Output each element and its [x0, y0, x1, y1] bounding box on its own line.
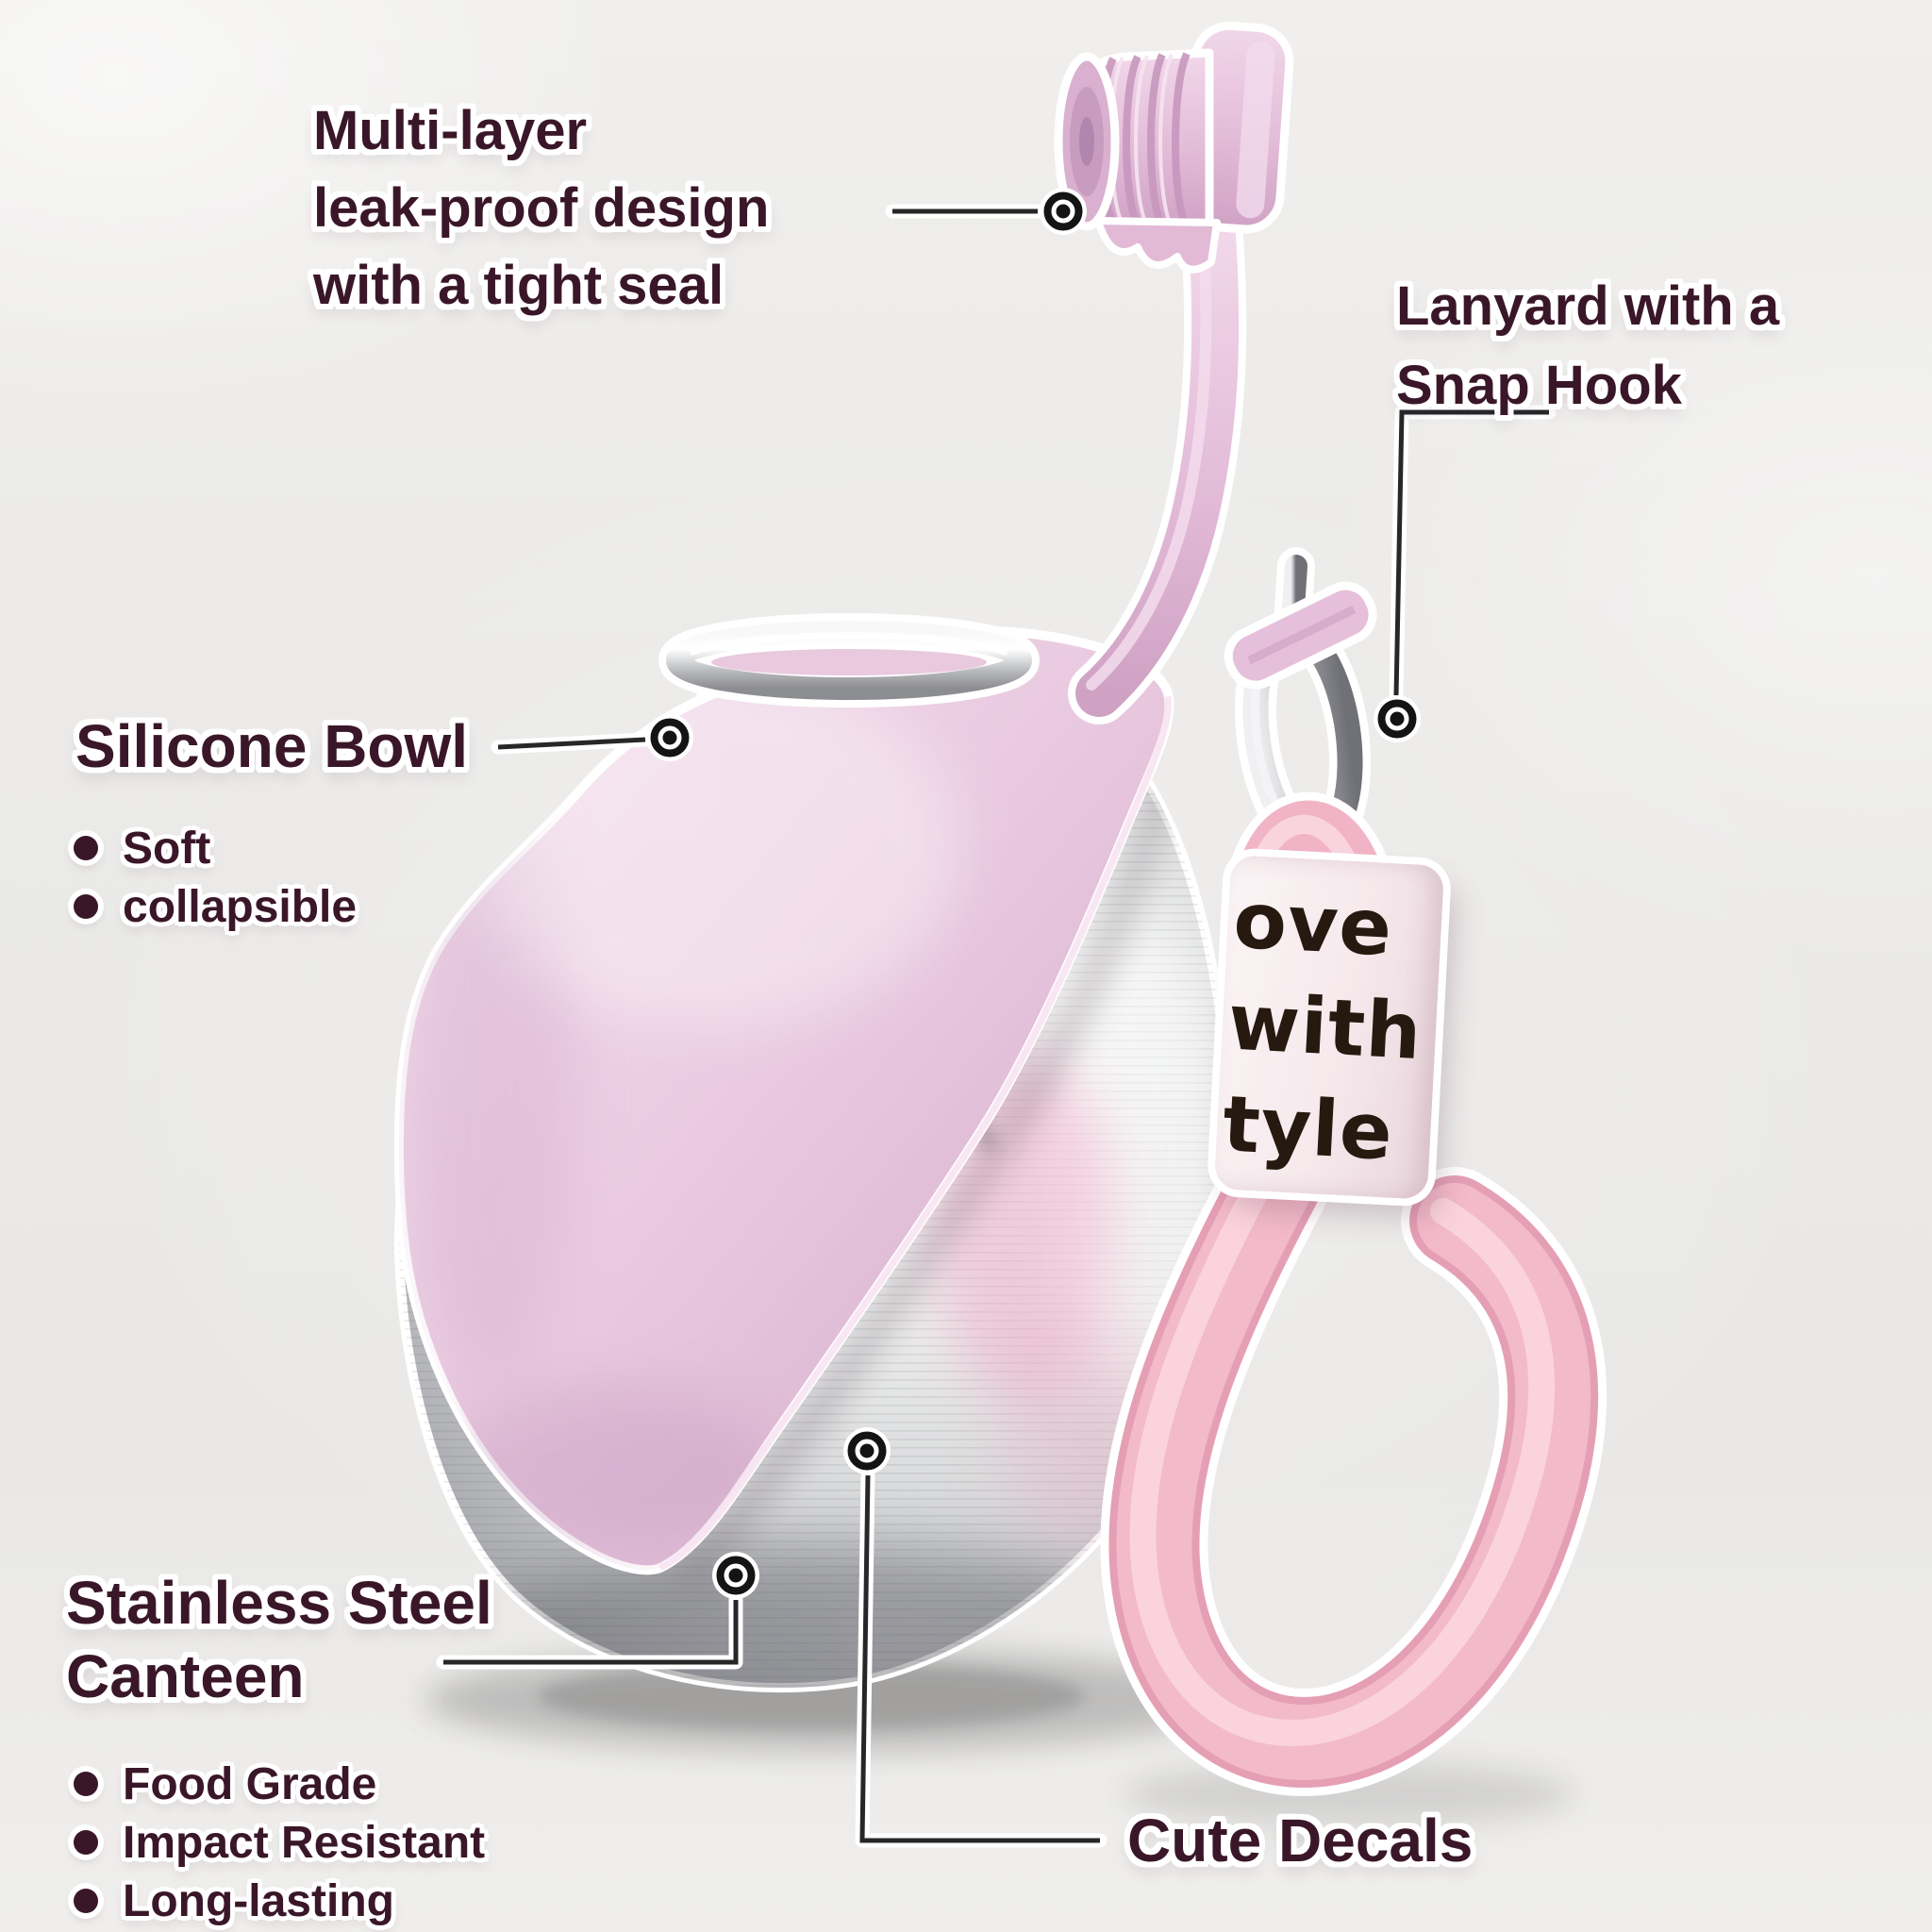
callout-dot-decals	[843, 1427, 891, 1474]
bullet-item: Food Grade	[74, 1755, 485, 1813]
label-lanyard-line: Lanyard with a	[1396, 275, 1780, 337]
label-leak-proof-line: Multi-layer	[313, 100, 588, 161]
label-leak-proof-line: with a tight seal	[313, 255, 724, 316]
callout-dot-leak-proof	[1040, 188, 1087, 235]
silicone-cap	[1054, 21, 1294, 274]
label-canteen: Stainless Steel Canteen	[66, 1566, 492, 1713]
tag-line: with	[1225, 977, 1424, 1078]
callout-dot-canteen	[712, 1552, 759, 1599]
callout-dot-lanyard	[1374, 695, 1421, 742]
tag-line: ove	[1231, 875, 1395, 974]
label-lanyard: Lanyard with a Snap Hook	[1396, 267, 1779, 425]
mouth-ring	[658, 613, 1040, 708]
label-leak-proof: Multi-layer leak-proof design with a tig…	[313, 92, 769, 325]
bullet-item: collapsible	[74, 877, 357, 936]
silicone-bowl-bullets: Soft collapsible	[74, 819, 357, 936]
label-leak-proof-line: leak-proof design	[313, 177, 770, 239]
bullet-item: Soft	[74, 819, 357, 877]
bullet-dot-icon	[74, 894, 98, 919]
bullet-item: Impact Resistant	[74, 1813, 485, 1872]
label-canteen-line: Stainless Steel	[66, 1569, 492, 1637]
label-canteen-line: Canteen	[66, 1642, 305, 1710]
bullet-dot-icon	[74, 1830, 98, 1855]
canteen-bullets: Food Grade Impact Resistant Long-lasting	[74, 1755, 485, 1930]
label-silicone-bowl: Silicone Bowl	[75, 712, 469, 780]
strap-loop-knot	[1224, 581, 1377, 690]
label-cute-decals: Cute Decals	[1127, 1807, 1474, 1874]
bullet-dot-icon	[74, 836, 98, 860]
bullet-item: Long-lasting	[74, 1872, 485, 1930]
tag-line: tyle	[1220, 1079, 1396, 1178]
callout-dot-silicone-bowl	[646, 714, 693, 761]
bullet-dot-icon	[74, 1772, 98, 1796]
lanyard-rope-loop	[1142, 1175, 1553, 1742]
label-lanyard-line: Snap Hook	[1396, 355, 1682, 416]
callout-lines	[436, 204, 1557, 1848]
rope-tag: ove with tyle	[1213, 855, 1445, 1200]
cap-strap	[1068, 205, 1247, 724]
bullet-dot-icon	[74, 1889, 98, 1913]
